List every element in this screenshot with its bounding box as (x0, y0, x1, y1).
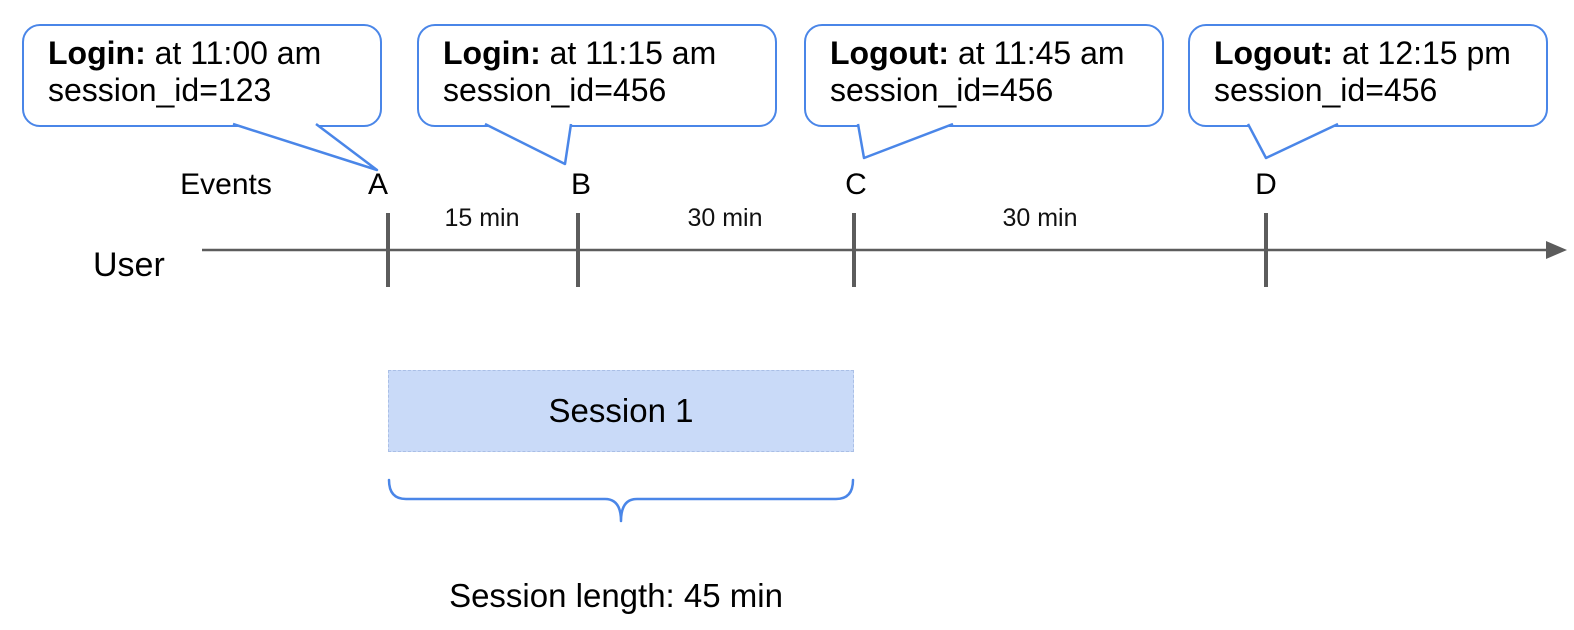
session-box: Session 1 (388, 370, 854, 452)
callout-time: at 11:45 am (957, 35, 1125, 71)
callout-tail-d (1246, 122, 1339, 160)
session-length-label: Session length: 45 min (449, 577, 783, 614)
user-axis-label: User (93, 246, 165, 284)
event-label-c: C (845, 168, 867, 201)
callout-time: at 11:15 am (549, 35, 717, 71)
timeline-arrowhead-icon (1546, 241, 1567, 259)
callout-session-id: session_id=123 (48, 72, 272, 108)
event-label-d: D (1255, 168, 1277, 201)
callout-title: Login: (443, 35, 541, 71)
callout-session-id: session_id=456 (830, 72, 1054, 108)
callout-title: Logout: (830, 35, 950, 71)
callout-event-d: Logout: at 12:15 pm session_id=456 (1188, 24, 1548, 127)
callout-session-id: session_id=456 (443, 72, 667, 108)
callout-time: at 11:00 am (154, 35, 322, 71)
event-label-a: A (367, 168, 389, 201)
event-label-b: B (570, 168, 592, 201)
callout-title: Logout: (1214, 35, 1334, 71)
session-brace (387, 478, 855, 523)
callout-event-a: Login: at 11:00 am session_id=123 (22, 24, 382, 127)
callout-tail-b (484, 122, 573, 166)
events-row-label: Events (180, 168, 272, 201)
callout-session-id: session_id=456 (1214, 72, 1438, 108)
callout-tail-c (856, 122, 954, 160)
callout-title: Login: (48, 35, 146, 71)
interval-label-bc: 30 min (687, 204, 763, 232)
callout-tail-a (232, 122, 379, 172)
interval-label-ab: 15 min (444, 204, 520, 232)
callout-time: at 12:15 pm (1341, 35, 1511, 71)
callout-event-c: Logout: at 11:45 am session_id=456 (804, 24, 1164, 127)
session-box-label: Session 1 (548, 392, 694, 429)
callout-event-b: Login: at 11:15 am session_id=456 (417, 24, 777, 127)
interval-label-cd: 30 min (1002, 204, 1078, 232)
